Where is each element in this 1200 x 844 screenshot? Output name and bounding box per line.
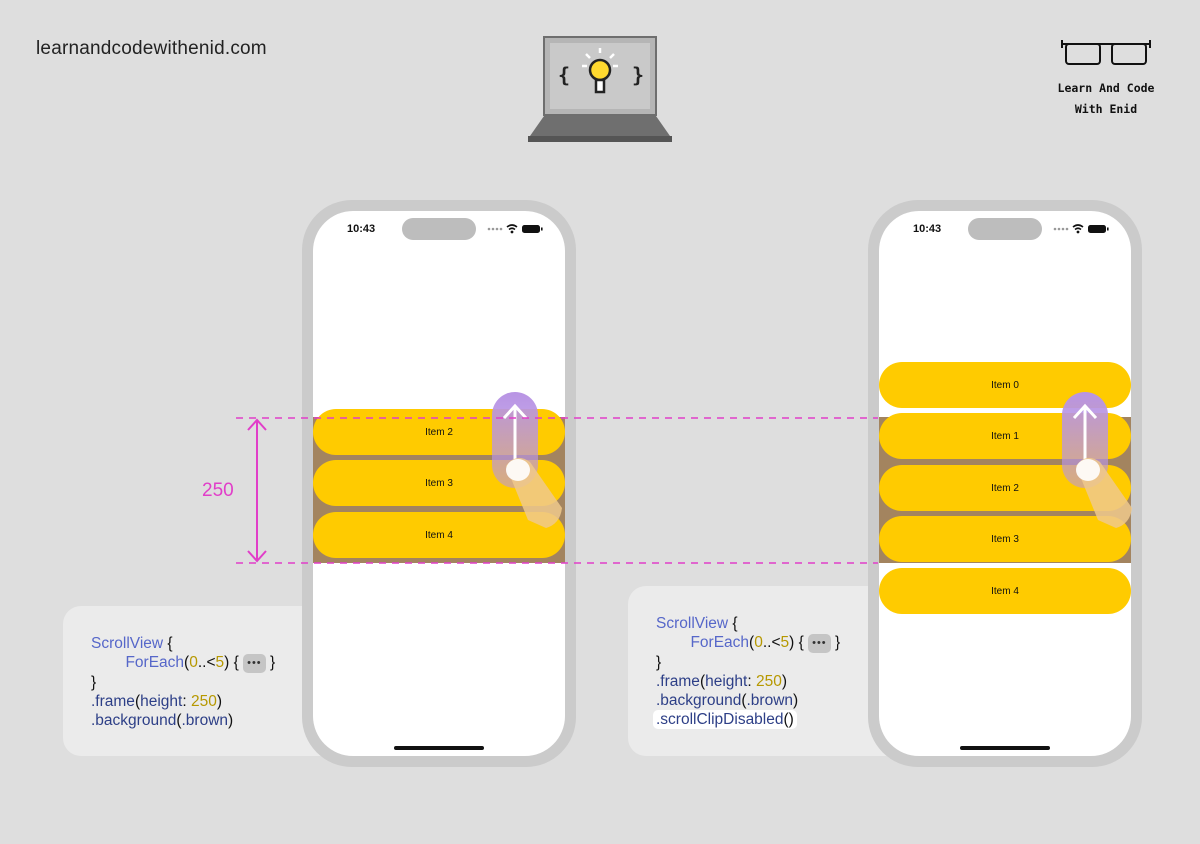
code-token: ..< [197,654,216,671]
code-token: ( [741,692,747,709]
code-token: ForEach [125,654,185,671]
home-indicator[interactable] [394,746,484,750]
code-line: } [656,654,662,671]
list-item-label: Item 3 [425,477,453,489]
code-token: ScrollView [91,635,164,652]
code-token: .background [656,692,742,709]
svg-text:}: } [632,63,644,87]
list-item[interactable]: Item 4 [879,568,1131,614]
glasses-icon [1061,40,1151,65]
code-token: ForEach [690,634,750,651]
status-icons [487,224,543,234]
dynamic-island [402,218,476,240]
code-line: } [91,674,97,691]
list-item-label: Item 1 [991,430,1019,442]
code-token: ) { [789,634,809,651]
code-token: ( [176,712,182,729]
brand-text: Learn And Code With Enid [1046,78,1166,120]
dynamic-island [968,218,1042,240]
code-token: 0 [189,654,198,671]
brand-line-2: With Enid [1074,102,1138,116]
code-line: ScrollView { [656,614,918,633]
code-line: .background(.brown) [91,711,353,730]
code-token: ) [216,693,223,710]
code-token: 250 [755,673,782,690]
status-time: 10:43 [347,223,376,235]
code-line: ForEach(0..<5) { ••• } [91,653,353,673]
code-token: () [783,711,794,728]
brand-line-1: Learn And Code [1057,81,1155,95]
code-token: ( [749,634,755,651]
code-token: } [265,654,276,671]
code-token: ( [134,693,141,710]
code-line: .scrollClipDisabled() [653,710,918,729]
list-item-label: Item 4 [991,585,1019,597]
code-indent [656,634,690,651]
code-token: .background [91,712,177,729]
code-line: ScrollView { [91,634,353,653]
status-icons [1053,224,1109,234]
code-token: 5 [780,634,790,651]
code-line: ForEach(0..<5) { ••• } [656,633,918,653]
code-token: .scrollClipDisabled [656,711,784,728]
highlighted-modifier: .scrollClipDisabled() [653,710,797,729]
code-token: { [728,615,738,632]
code-token: ..< [762,634,781,651]
code-token: ) { [224,654,244,671]
code-token: ) [793,692,799,709]
list-item-label: Item 2 [425,426,453,438]
code-token: ) [228,712,234,729]
list-item[interactable]: Item 3 [879,516,1131,562]
code-token: : [747,673,756,690]
code-token: 0 [754,634,763,651]
list-item[interactable]: Item 4 [313,512,565,558]
collapsed-code-pill[interactable]: ••• [243,654,266,673]
brand-logo: Learn And Code With Enid [1046,38,1166,120]
code-token: 250 [190,693,217,710]
code-token: { [163,635,173,652]
swipe-up-gesture-icon [492,392,562,528]
code-line: .frame(height: 250) [656,672,918,691]
code-token: : [182,693,191,710]
code-indent [91,654,125,671]
code-line: .background(.brown) [656,691,918,710]
list-item-label: Item 2 [991,482,1019,494]
code-token: ( [699,673,706,690]
collapsed-code-pill[interactable]: ••• [808,634,831,653]
status-time: 10:43 [913,223,942,235]
list-item-label: Item 3 [991,533,1019,545]
code-token: .frame [656,673,700,690]
list-item-label: Item 0 [991,379,1019,391]
swipe-up-gesture-icon [1062,392,1132,528]
code-token: ) [781,673,788,690]
code-line: .frame(height: 250) [91,692,353,711]
code-token: .brown [181,712,229,729]
code-token: .brown [746,692,794,709]
code-token: height [140,693,183,710]
laptop-lightbulb-icon: { } [528,36,672,142]
list-item-label: Item 4 [425,529,453,541]
code-token: height [705,673,748,690]
site-url: learnandcodewithenid.com [36,38,267,59]
code-token: ScrollView [656,615,729,632]
home-indicator[interactable] [960,746,1050,750]
svg-text:{: { [558,63,570,87]
code-token: } [830,634,841,651]
code-token: .frame [91,693,135,710]
code-token: ( [184,654,190,671]
code-token: 5 [215,654,225,671]
height-label: 250 [202,480,234,501]
